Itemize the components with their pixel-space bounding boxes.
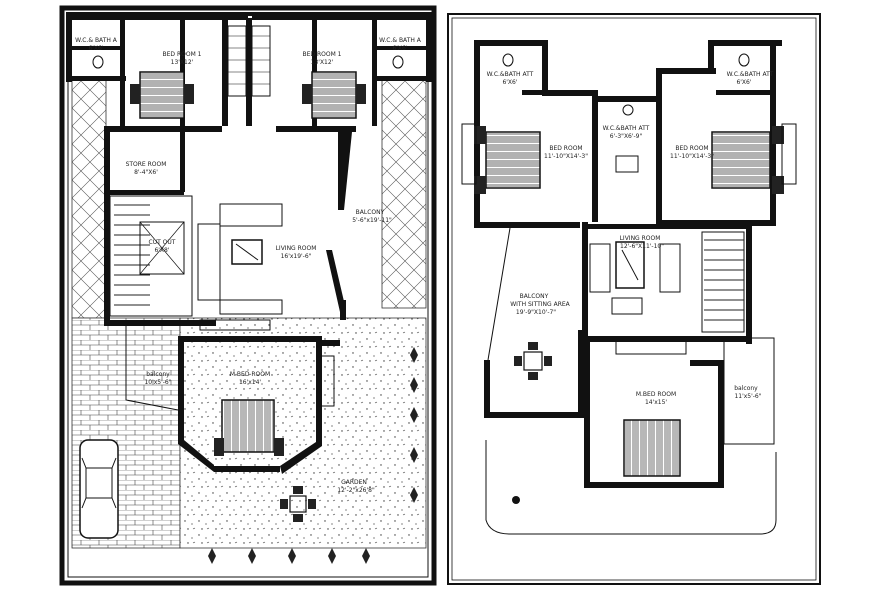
- room-size: 8'-4"X6': [134, 169, 158, 176]
- room-size: 19'-9"X10'-7": [516, 309, 556, 316]
- room-label: W.C.& BATH A: [379, 37, 422, 44]
- room-size: 11'-10"X14'-3": [670, 153, 714, 160]
- room-label: M.BED ROOM: [636, 391, 676, 398]
- bed-icon: [311, 71, 357, 119]
- room-size: 12'-2"x26'8": [337, 487, 375, 494]
- room-size: 10'x5'-6": [144, 379, 171, 386]
- room-label: BALCONY: [520, 293, 549, 300]
- car-icon: [79, 439, 119, 539]
- room-label: balcony: [146, 371, 170, 378]
- room-label: BALCONY: [356, 209, 385, 216]
- room-size: 12'-6"X11'-10": [620, 243, 664, 250]
- room-label: LIVING ROOM: [620, 235, 661, 242]
- room-label: BED ROOM 1: [303, 51, 342, 58]
- room-size: 16'x14': [239, 379, 261, 386]
- room-label: W.C.&BATH ATT: [603, 125, 650, 132]
- dining-set-icon: [280, 486, 316, 522]
- room-size: 13'X12': [311, 59, 334, 66]
- bed-icon: [623, 419, 681, 477]
- room-size: 5'-6"x19'-11": [352, 217, 392, 224]
- room-size: 13'X12': [171, 59, 194, 66]
- room-size: 6'X6': [392, 45, 407, 52]
- room-label: M.BED ROOM: [230, 371, 270, 378]
- bed-icon: [139, 71, 185, 119]
- bed-icon: [711, 131, 771, 189]
- room-label: balcony: [734, 385, 758, 392]
- room-label: W.C.& BATH A: [75, 37, 118, 44]
- room-label: BED ROOM 1: [163, 51, 202, 58]
- plant-icons: [200, 347, 426, 564]
- room-size: 6'X6': [502, 79, 517, 86]
- room-size: 6'X8': [154, 247, 169, 254]
- room-label: STORE ROOM: [126, 161, 167, 168]
- room-size: 16'x19'-6": [281, 253, 312, 260]
- room-size: 6'-3"X6'-9": [610, 133, 643, 140]
- bed-icon: [221, 399, 275, 453]
- paving-right: [381, 77, 427, 309]
- room-size: 14'x15': [645, 399, 667, 406]
- room-label: LIVING ROOM: [276, 245, 317, 252]
- room-size: 11'x5'-6": [734, 393, 761, 400]
- room-label: CUT OUT: [149, 239, 176, 246]
- room-label: BED ROOM: [549, 145, 582, 152]
- bed-icon: [485, 131, 541, 189]
- room-size: 6'X6': [736, 79, 751, 86]
- room-label: GARDEN: [341, 479, 367, 486]
- room-label: BED ROOM: [675, 145, 708, 152]
- room-label: W.C.&BATH ATT: [727, 71, 774, 78]
- right-floor-plan: W.C.&BATH ATT 6'X6' W.C.&BATH ATT 6'X6' …: [447, 13, 821, 585]
- garden-area: [179, 317, 427, 549]
- left-floor-plan: W.C.& BATH A 6'X6' BED ROOM 1 13'X12' BE…: [59, 5, 437, 586]
- room-size: 11'-10"X14'-3": [544, 153, 588, 160]
- room-label: W.C.&BATH ATT: [487, 71, 534, 78]
- room-size: 6'X6': [88, 45, 103, 52]
- dining-set-icon: [514, 342, 552, 380]
- paving-left: [71, 77, 107, 319]
- room-label-2: WITH SITTING AREA: [510, 301, 570, 308]
